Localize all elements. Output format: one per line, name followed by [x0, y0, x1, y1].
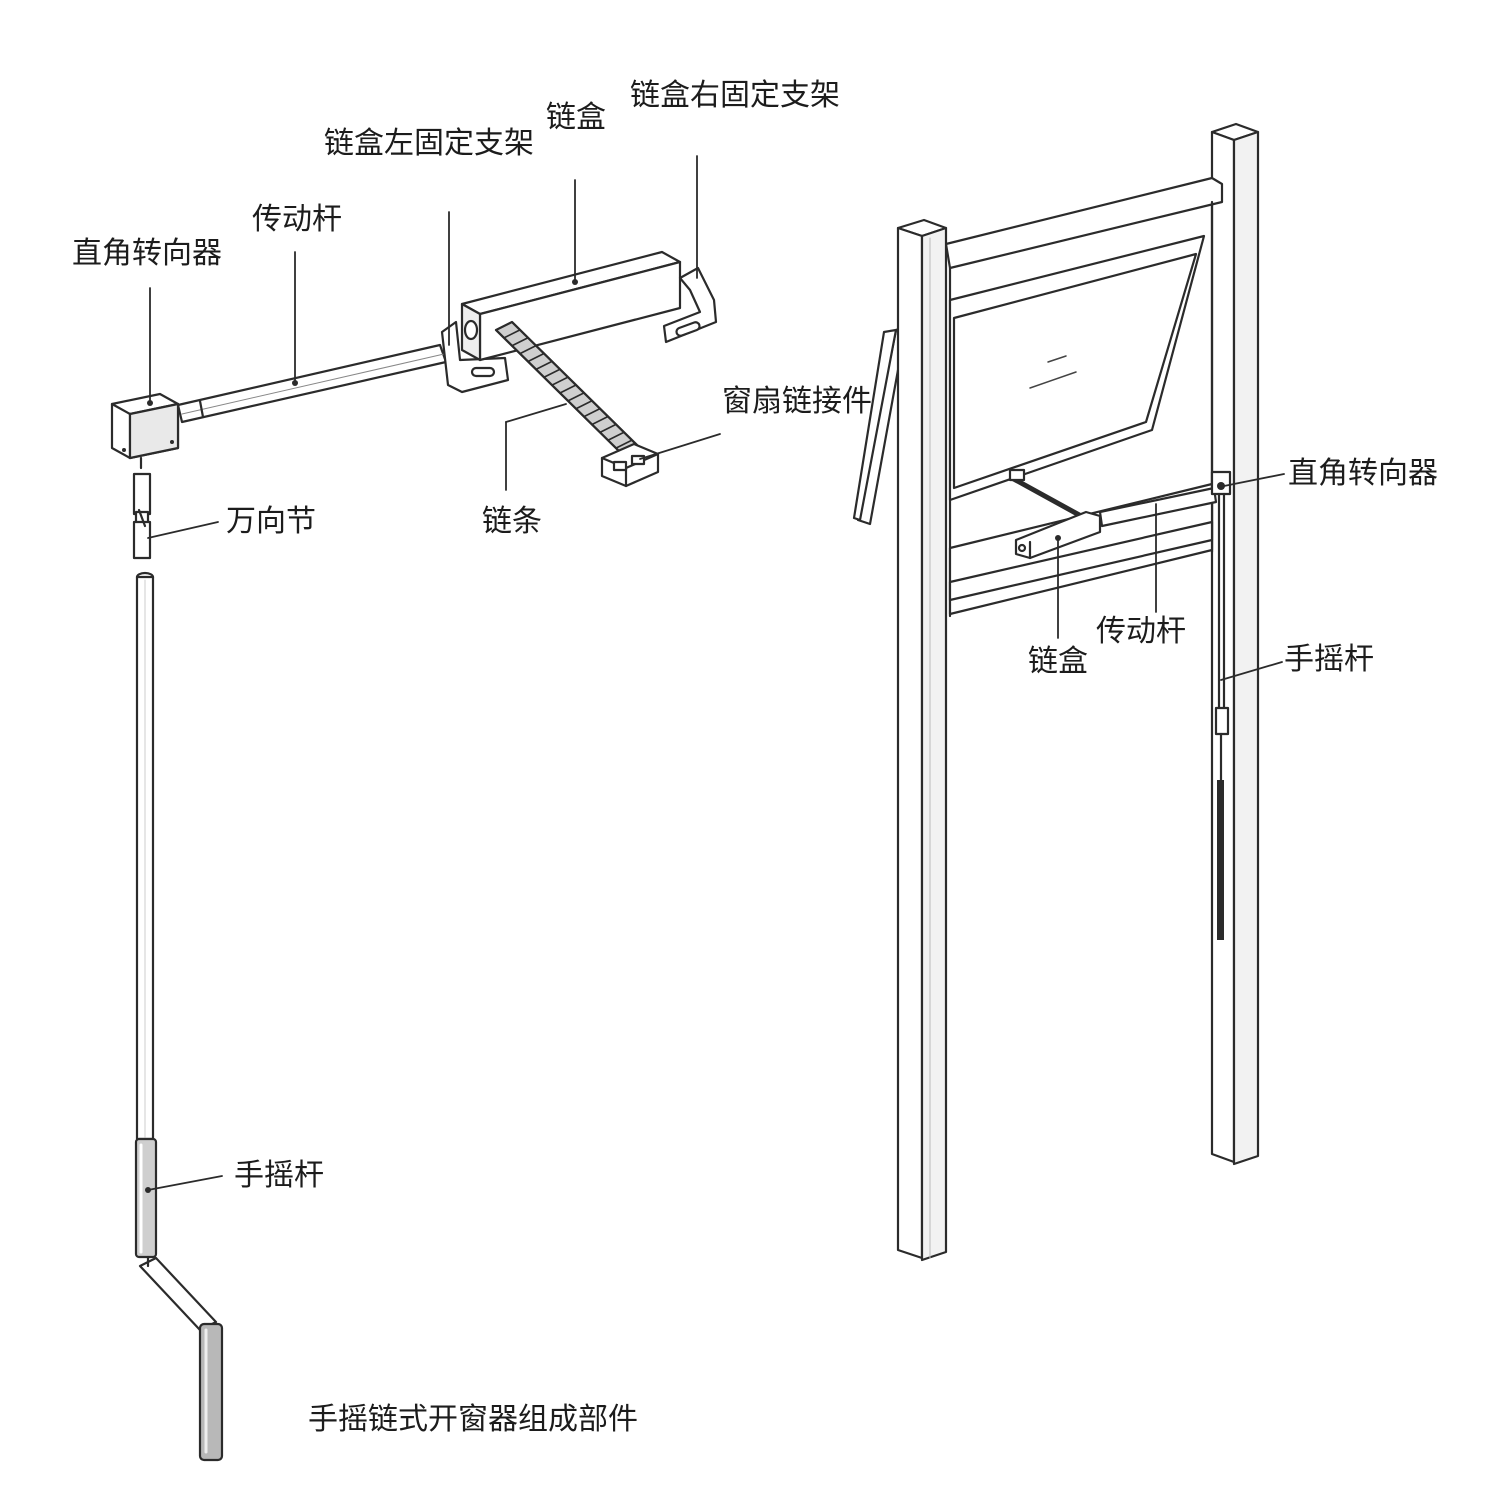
left-bracket-part	[440, 320, 510, 394]
chain-link	[559, 384, 577, 394]
crank-rod-part	[134, 571, 224, 1462]
chain-box-part	[460, 250, 682, 362]
label-installed-chain-box: 链盒	[1028, 644, 1088, 679]
label-drive-rod: 传动杆	[252, 202, 342, 237]
diagram-caption: 手摇链式开窗器组成部件	[308, 1402, 638, 1437]
chain-link	[551, 376, 569, 386]
label-installed-crank-handle: 手摇杆	[1284, 642, 1374, 677]
chain-link	[511, 336, 529, 347]
chain-link	[535, 360, 553, 371]
chain-link	[567, 392, 585, 402]
label-right-angle-diverter: 直角转向器	[72, 236, 222, 271]
right-angle-diverter-part	[110, 392, 180, 470]
chain-link	[583, 407, 601, 418]
installed-sash-connector	[1008, 468, 1026, 482]
universal-joint-part	[132, 472, 152, 560]
chain-link	[591, 415, 609, 426]
chain-link	[543, 368, 561, 379]
chain-link	[615, 439, 633, 449]
installed-leader-lines	[1057, 473, 1285, 681]
label-left-bracket: 链盒左固定支架	[324, 126, 534, 161]
sash-connector-part	[600, 442, 660, 488]
exploded-assembly	[110, 250, 718, 1462]
label-chain-box: 链盒	[546, 100, 606, 135]
label-sash-connector: 窗扇链接件	[722, 384, 872, 419]
chain-link	[519, 344, 537, 355]
left-post	[896, 218, 948, 1262]
chain-link	[503, 329, 521, 339]
label-installed-drive-rod: 传动杆	[1096, 614, 1186, 649]
chain-links	[503, 329, 633, 449]
label-chain: 链条	[482, 504, 542, 539]
exploded-leader-lines	[147, 155, 721, 1191]
installed-right-angle-diverter	[1210, 470, 1232, 496]
chain-link	[527, 352, 545, 363]
label-installed-right-angle-diverter: 直角转向器	[1288, 456, 1438, 491]
right-bracket-part	[662, 266, 718, 344]
installed-assembly	[852, 122, 1260, 1262]
installed-chain-box	[1014, 510, 1102, 560]
installed-crank-rod	[1214, 492, 1230, 940]
label-right-bracket: 链盒右固定支架	[630, 78, 840, 113]
drive-rod-part	[176, 343, 448, 424]
chain-link	[575, 399, 593, 410]
label-crank-handle: 手摇杆	[234, 1158, 324, 1193]
chain-link	[607, 431, 625, 442]
installed-drive-rod	[1098, 486, 1218, 528]
sash-side-profile	[852, 324, 908, 526]
window-sash	[948, 234, 1206, 502]
chain-link	[599, 423, 617, 434]
label-universal-joint: 万向节	[226, 504, 316, 539]
